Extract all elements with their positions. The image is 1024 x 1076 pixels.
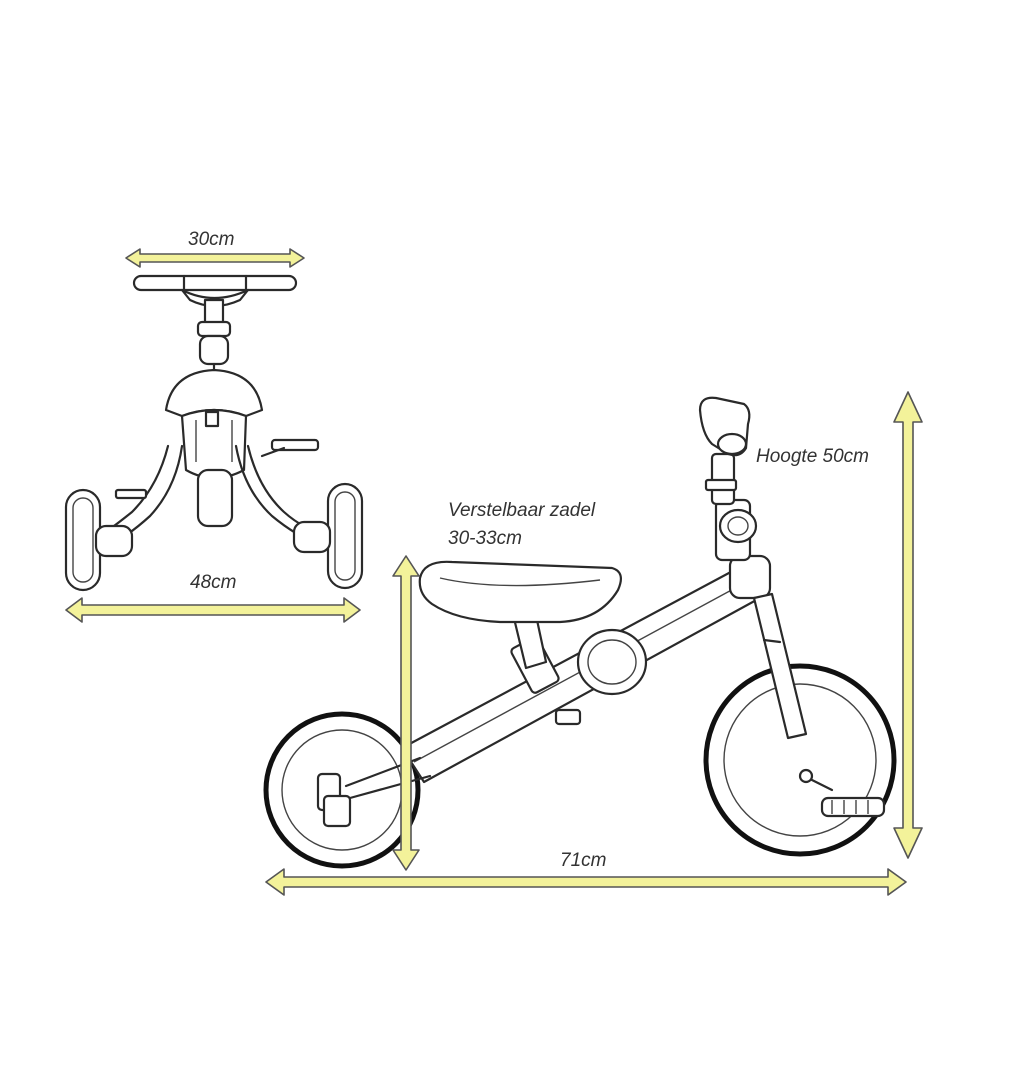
handlebar-width-arrow	[125, 248, 305, 268]
balance-bike-side-view-icon	[263, 396, 897, 869]
handlebar-width-label: 30cm	[188, 229, 234, 250]
seat-label-line2: 30-33cm	[448, 528, 522, 549]
seat-height-arrow	[392, 555, 420, 871]
wheelbase-width-label: 48cm	[190, 572, 236, 593]
seat-label-line1: Verstelbaar zadel	[448, 500, 596, 521]
dimension-arrows	[65, 248, 923, 896]
trike-front-view-icon	[64, 274, 364, 592]
length-arrow	[265, 868, 907, 896]
total-height-arrow	[893, 391, 923, 859]
height-label: Hoogte 50cm	[756, 446, 869, 467]
length-label: 71cm	[560, 850, 606, 871]
wheelbase-width-arrow	[65, 597, 361, 623]
